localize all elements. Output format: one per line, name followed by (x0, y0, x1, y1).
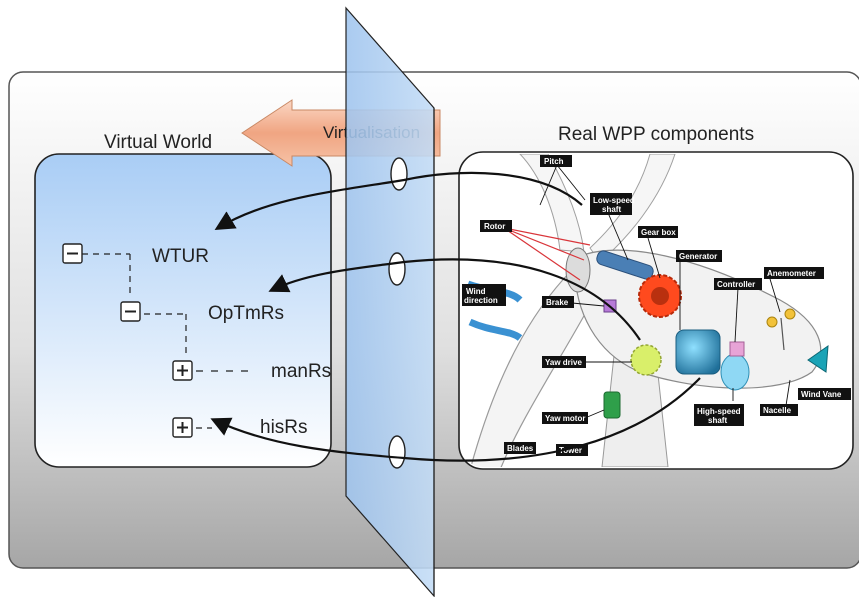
label-wind-direction-2: direction (464, 296, 498, 305)
mapping-arrow-highspeed-to-hisrs (210, 377, 701, 462)
real-components-heading: Real WPP components (558, 124, 754, 145)
label-yaw-drive: Yaw drive (545, 358, 582, 367)
label-nacelle: Nacelle (763, 406, 792, 415)
label-wind-vane: Wind Vane (801, 390, 842, 399)
label-gear-box: Gear box (641, 228, 676, 237)
label-anemometer: Anemometer (767, 269, 816, 278)
label-rotor: Rotor (484, 222, 505, 231)
mapping-arrow-gearbox-to-optmrs (268, 258, 641, 341)
port-middle (388, 252, 406, 286)
tree-label-hisrs: hisRs (260, 417, 308, 438)
interface-plane (345, 6, 435, 597)
label-yaw-motor: Yaw motor (545, 414, 585, 423)
label-generator: Generator (679, 252, 717, 261)
label-brake: Brake (546, 298, 569, 307)
yaw-drive-gear (630, 344, 662, 376)
label-high-speed-shaft-2: shaft (708, 416, 727, 425)
label-controller: Controller (717, 280, 755, 289)
turbine-illustration: Pitch Low-speed shaft Rotor Gear box Gen… (458, 151, 854, 470)
label-high-speed-shaft-1: High-speed (697, 407, 741, 416)
tree-label-manrs: manRs (271, 361, 331, 382)
tree-node-manrs[interactable]: manRs (172, 360, 331, 382)
virtual-world-heading: Virtual World (104, 132, 212, 153)
tree-node-optmrs[interactable]: OpTmRs (120, 301, 284, 324)
mapping-arrow-rotor-to-wtur (214, 171, 583, 231)
label-low-speed-shaft-2: shaft (602, 205, 621, 214)
label-tower: Tower (559, 446, 582, 455)
tree-node-hisrs[interactable]: hisRs (172, 417, 308, 438)
resource-tree (82, 253, 250, 429)
virtual-world-box (34, 153, 332, 468)
turbine-label-tags: Pitch Low-speed shaft Rotor Gear box Gen… (462, 155, 851, 456)
port-top (390, 157, 408, 191)
label-low-speed-shaft-1: Low-speed (593, 196, 635, 205)
tree-node-wtur[interactable]: WTUR (62, 243, 209, 267)
label-wind-direction-1: Wind (466, 287, 486, 296)
tree-label-wtur: WTUR (152, 246, 209, 267)
label-pitch: Pitch (544, 157, 564, 166)
label-blades: Blades (507, 444, 534, 453)
tree-label-optmrs: OpTmRs (208, 303, 284, 324)
port-bottom (388, 435, 406, 469)
